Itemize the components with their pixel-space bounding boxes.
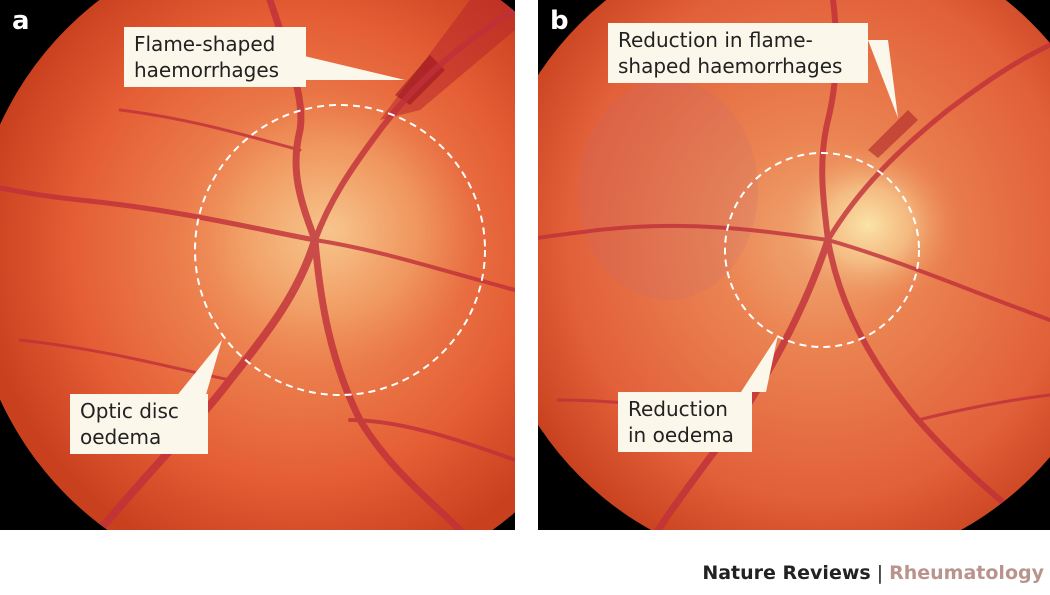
retina-image-a: [0, 0, 515, 530]
journal-name: Nature Reviews: [702, 562, 871, 584]
callout-line: oedema: [80, 425, 162, 449]
callout-pointer-top-a: [300, 55, 405, 80]
callout-pointer-bottom-a: [175, 340, 222, 398]
callout-line: in oedema: [628, 423, 734, 447]
callout-line: haemorrhages: [134, 58, 280, 82]
callout-line: Optic disc: [80, 399, 179, 423]
credit-separator: |: [876, 562, 884, 584]
fundus-photo-panel-a: a Flame-shaped haemorrhages Optic disc o…: [0, 0, 515, 530]
journal-subject: Rheumatology: [889, 562, 1044, 584]
panel-label-a: a: [12, 6, 30, 36]
callout-line: Reduction: [628, 397, 728, 421]
disc-outline-b: [724, 152, 920, 348]
callout-line: Reduction in flame-: [618, 28, 813, 52]
callout-reduction-oedema: Reduction in oedema: [618, 392, 752, 452]
retina-image-b: [538, 0, 1050, 530]
callout-pointer-bottom-b: [741, 335, 778, 392]
callout-optic-disc-oedema: Optic disc oedema: [70, 394, 208, 454]
disc-outline-a: [194, 104, 486, 396]
fundus-photo-panel-b: b Reduction in flame- shaped haemorrhage…: [538, 0, 1050, 530]
callout-pointer-top-b: [868, 40, 898, 118]
panel-label-b: b: [550, 6, 569, 36]
callout-line: Flame-shaped: [134, 32, 276, 56]
callout-reduction-haemorrhages: Reduction in flame- shaped haemorrhages: [608, 23, 868, 83]
callout-line: shaped haemorrhages: [618, 54, 843, 78]
journal-credit: Nature Reviews|Rheumatology: [702, 562, 1044, 584]
callout-flame-haemorrhages: Flame-shaped haemorrhages: [124, 27, 306, 87]
